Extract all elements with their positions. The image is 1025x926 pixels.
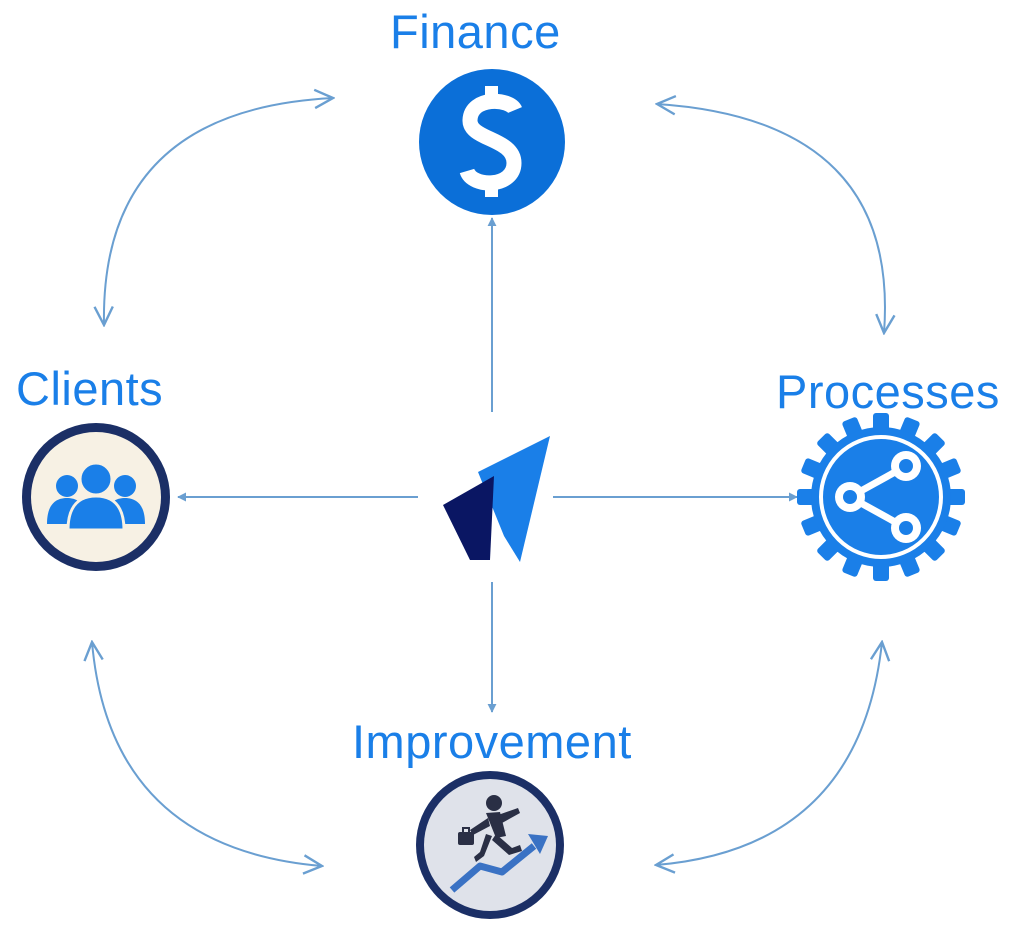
clients-label: Clients xyxy=(16,362,164,415)
connector-improvement-clients xyxy=(92,642,322,866)
share-gear-icon xyxy=(797,413,965,581)
finance-label: Finance xyxy=(390,5,561,58)
people-icon xyxy=(22,423,170,571)
company-logo-icon xyxy=(443,436,550,562)
processes-label: Processes xyxy=(776,365,1000,418)
connector-clients-finance xyxy=(104,98,333,325)
connector-finance-processes xyxy=(657,104,885,333)
improvement-label: Improvement xyxy=(352,715,632,768)
dollar-icon xyxy=(419,69,565,215)
businessman-growth-icon xyxy=(416,771,564,919)
connector-processes-improvement xyxy=(656,642,882,865)
